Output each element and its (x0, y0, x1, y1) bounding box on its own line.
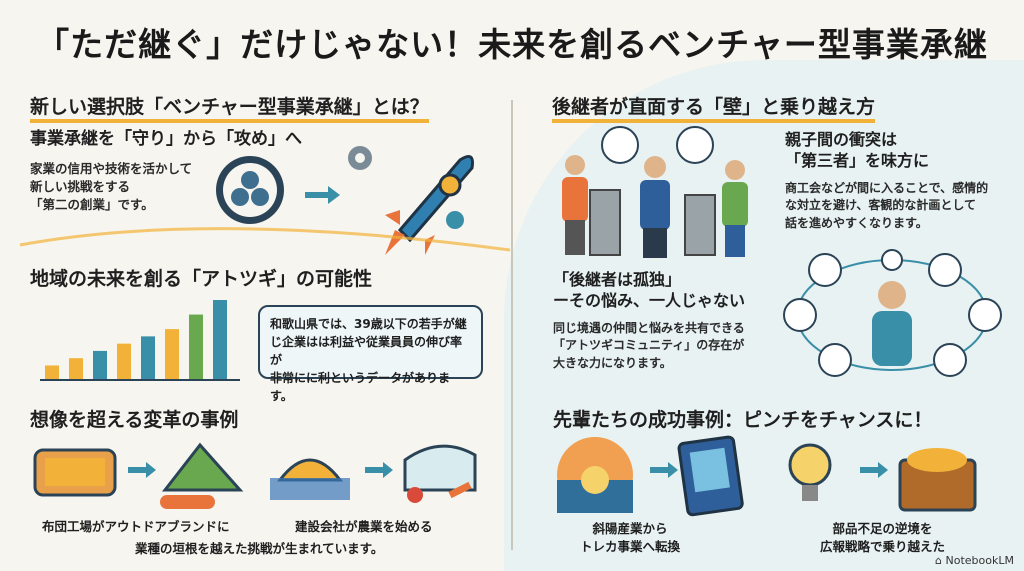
body-line: 商工会などが間に入ることで、感情的 (785, 181, 989, 195)
growth-bar (213, 300, 227, 380)
section-heading-wall: 後継者が直面する「壁」と乗り越え方 (552, 92, 876, 123)
case-construction: 建設会社が農業を始める (295, 519, 433, 534)
caption-line: 広報戦略で乗り越えた (820, 538, 946, 554)
point-lonely-title: 「後継者は孤独」 ーその悩み、一人じゃない (553, 270, 745, 312)
body-line: 「第二の創業」です。 (30, 197, 154, 213)
section-heading-cases: 想像を超える変革の事例 (30, 409, 239, 431)
point-third-party-body: 商工会などが間に入ることで、感情的 な対立を避け、客観的な計画として 話を進めや… (785, 180, 988, 232)
notebooklm-logo: ⌂ NotebookLM (935, 554, 1014, 567)
wall-icon (589, 189, 621, 256)
rocket-illustration (19, 146, 511, 255)
hardhat-icon (270, 458, 350, 500)
thinking-person-icon (872, 281, 912, 366)
growth-bar (117, 343, 131, 380)
title-line: ーその悩み、一人じゃない (553, 290, 746, 310)
successor-wall-illustration (562, 126, 748, 258)
futon-icon (33, 448, 117, 497)
cases-summary: 業種の垣根を越えた挑戦が生まれています。 (135, 541, 384, 556)
growth-bar (45, 365, 59, 380)
case-futon: 布団工場がアウトドアブランドに (42, 519, 230, 534)
subheading-attack: 事業承継を「守り」から「攻め」へ (30, 129, 302, 149)
lightbulb-icon (788, 443, 832, 501)
bubble-line: 和歌山県では、39歳以下の若手が継 (270, 317, 467, 331)
body-line: な対立を避け、客観的な計画として (785, 198, 977, 213)
page-title: 「ただ継ぐ」だけじゃない！未来を創るベンチャー型事業承継 (36, 25, 988, 64)
heading-text: 新しい選択肢「ベンチャー型事業承継」とは？ (30, 96, 429, 123)
growth-bar (69, 358, 83, 380)
growth-bar (189, 314, 203, 380)
success-illustrations (557, 435, 977, 517)
heading-text: 後継者が直面する「壁」と乗り越え方 (552, 96, 876, 123)
person-icon (562, 155, 588, 255)
case-trading-card: 斜陽産業から トレカ事業へ転換 (580, 520, 680, 555)
family-crest-icon (216, 156, 284, 224)
body-line: 家業の信用や技術を活かして (30, 161, 193, 176)
greenhouse-icon (403, 444, 477, 503)
title-line: 親子間の衝突は (785, 130, 898, 149)
transformation-illustrations (33, 442, 477, 509)
growth-bar (141, 336, 155, 380)
body-line: 新しい挑戦をする (30, 179, 131, 195)
bubble-line: じ企業はは利益や従業員員の伸び率が (270, 335, 463, 367)
column-divider (511, 100, 513, 550)
body-line: 話を進めやすくなります。 (785, 215, 928, 230)
growth-bar-chart (40, 300, 240, 381)
body-line: 同じ境遇の仲間と悩みを共有できる (553, 321, 745, 335)
body-line: 大きな力になります。 (553, 355, 672, 370)
trading-card-icon (677, 435, 744, 517)
title-line: 「第三者」を味方に (785, 150, 930, 170)
thought-bubble-icon (881, 249, 903, 271)
speech-bubble-icon (601, 126, 639, 164)
section-heading-atotsugi: 地域の未来を創る「アトツギ」の可能性 (30, 268, 373, 290)
community-network-illustration (783, 249, 1002, 377)
caption-line: トレカ事業へ転換 (580, 538, 681, 554)
treasure-chest-icon (898, 448, 977, 512)
case-pr-strategy: 部品不足の逆境を 広報戦略で乗り越えた (820, 520, 945, 555)
section1-body: 家業の信用や技術を活かして 新しい挑戦をする 「第二の創業」です。 (30, 160, 192, 214)
section-heading-success: 先輩たちの成功事例：ピンチをチャンスに！ (553, 409, 933, 431)
handshake-icon (676, 126, 714, 164)
logo-icon: ⌂ (935, 554, 946, 567)
growth-bar (165, 329, 179, 380)
wall-icon (684, 194, 716, 256)
statistic-bubble: 和歌山県では、39歳以下の若手が継 じ企業はは利益や従業員員の伸び率が 非常にに… (258, 305, 483, 403)
logo-text: NotebookLM (945, 554, 1014, 567)
caption-line: 斜陽産業から (592, 521, 668, 536)
bubble-line: 非常にに利というデータがあります。 (270, 371, 451, 403)
growth-bar (93, 350, 107, 380)
section-heading-venture: 新しい選択肢「ベンチャー型事業承継」とは？ (30, 92, 429, 123)
sunset-icon (557, 437, 633, 513)
person-icon (722, 160, 748, 257)
title-line: 「後継者は孤独」 (553, 270, 682, 289)
body-line: 「アトツギコミュニティ」の存在が (553, 338, 745, 353)
tent-icon (160, 442, 244, 509)
gear-icon (348, 146, 464, 229)
point-third-party-title: 親子間の衝突は 「第三者」を味方に (785, 130, 929, 172)
caption-line: 部品不足の逆境を (832, 521, 933, 536)
point-lonely-body: 同じ境遇の仲間と悩みを共有できる 「アトツギコミュニティ」の存在が 大きな力にな… (553, 320, 745, 372)
person-icon (640, 156, 670, 258)
